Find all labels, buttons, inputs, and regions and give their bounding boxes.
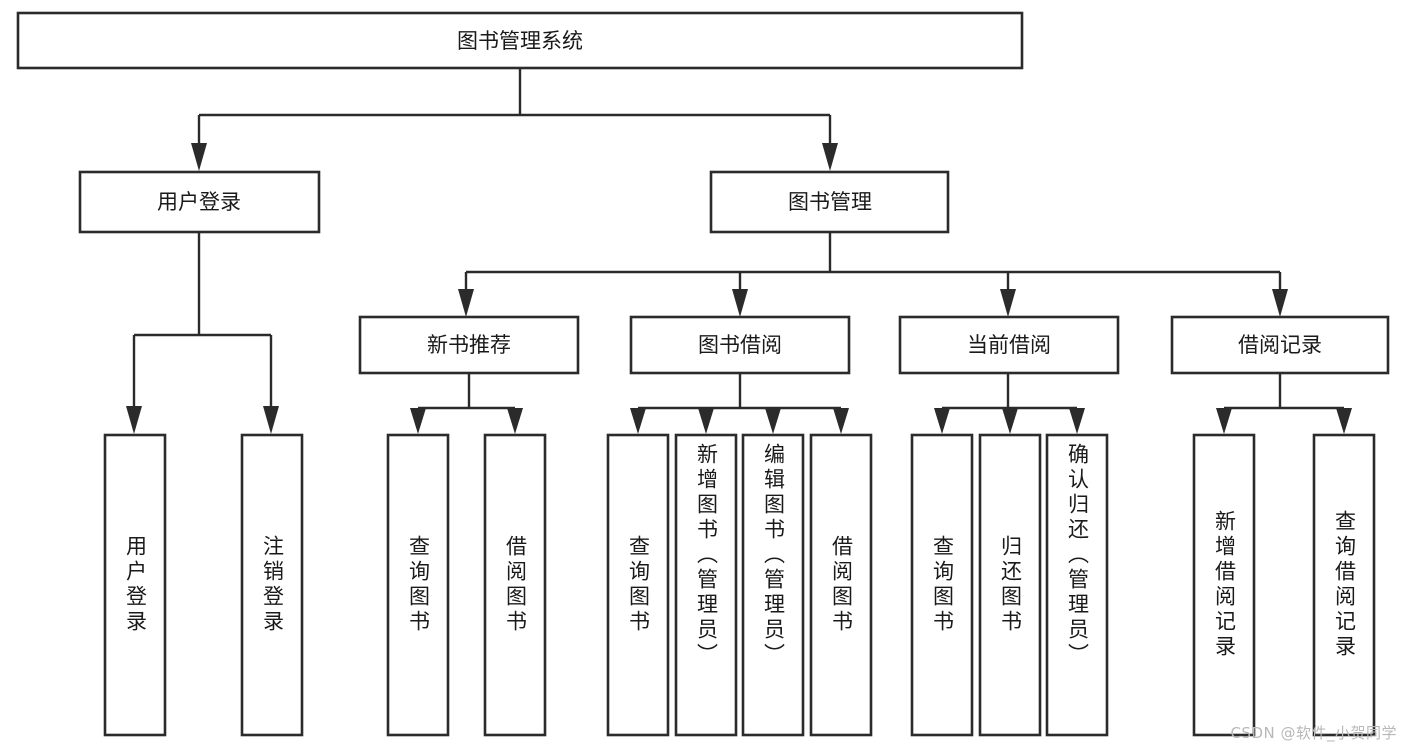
node-box-current-borrow[interactable] bbox=[898, 315, 1120, 375]
arrow-borrowrecord-leaf-1 bbox=[1216, 408, 1232, 434]
node-box-leaf-add-book-admin[interactable] bbox=[674, 433, 738, 737]
arrow-to-newbook bbox=[458, 289, 474, 317]
node-box-root[interactable] bbox=[16, 11, 1024, 70]
node-box-leaf-query-book-3[interactable] bbox=[910, 433, 974, 737]
node-label-book-borrow: 图书借阅 bbox=[698, 333, 782, 357]
arrow-borrowrecord-leaf-2 bbox=[1336, 408, 1352, 434]
arrow-to-bookmgmt bbox=[822, 143, 838, 171]
arrow-bookborrow-leaf-4 bbox=[833, 408, 849, 434]
node-box-leaf-return-book[interactable] bbox=[978, 433, 1042, 737]
arrow-to-userlogin bbox=[191, 143, 207, 171]
arrow-to-currentborrow bbox=[1000, 289, 1016, 317]
node-label-root: 图书管理系统 bbox=[457, 29, 583, 53]
node-box-leaf-borrow-book-1[interactable] bbox=[483, 433, 547, 737]
node-box-leaf-add-borrow-record[interactable] bbox=[1192, 433, 1256, 737]
arrow-currentborrow-leaf-2 bbox=[1002, 408, 1018, 434]
arrow-currentborrow-leaf-1 bbox=[934, 408, 950, 434]
arrow-newbook-leaf-1 bbox=[410, 408, 426, 434]
arrow-bookborrow-leaf-1 bbox=[630, 408, 646, 434]
edges-group bbox=[126, 68, 1352, 434]
nodes-group: 图书管理系统 用户登录 图书管理 新书推荐 图书借阅 当前借阅 借阅记录 bbox=[16, 11, 1390, 737]
node-box-book-borrow[interactable] bbox=[629, 315, 851, 375]
arrow-to-leaf-logout bbox=[263, 406, 279, 434]
arrow-to-leaf-user-login bbox=[126, 406, 142, 434]
arrow-to-bookborrow bbox=[732, 289, 748, 317]
arrow-to-borrowrecord bbox=[1272, 289, 1288, 317]
node-label-current-borrow: 当前借阅 bbox=[967, 333, 1051, 357]
node-label-borrow-record: 借阅记录 bbox=[1238, 333, 1322, 357]
node-box-leaf-query-book-1[interactable] bbox=[386, 433, 450, 737]
node-label-book-management: 图书管理 bbox=[788, 190, 872, 214]
node-box-leaf-query-book-2[interactable] bbox=[606, 433, 670, 737]
node-box-leaf-logout[interactable] bbox=[240, 433, 304, 737]
node-box-new-book-recommend[interactable] bbox=[358, 315, 580, 375]
node-box-borrow-record[interactable] bbox=[1170, 315, 1390, 375]
node-box-book-management[interactable] bbox=[709, 170, 950, 234]
node-box-leaf-edit-book-admin[interactable] bbox=[741, 433, 805, 737]
arrow-newbook-leaf-2 bbox=[507, 408, 523, 434]
node-box-leaf-confirm-return-admin[interactable] bbox=[1045, 433, 1109, 737]
node-box-leaf-borrow-book-2[interactable] bbox=[809, 433, 873, 737]
arrow-bookborrow-leaf-3 bbox=[765, 408, 781, 434]
node-box-user-login[interactable] bbox=[78, 170, 321, 234]
node-label-new-book-recommend: 新书推荐 bbox=[427, 333, 511, 357]
arrow-bookborrow-leaf-2 bbox=[698, 408, 714, 434]
arrow-currentborrow-leaf-3 bbox=[1069, 408, 1085, 434]
node-box-leaf-query-borrow-record[interactable] bbox=[1312, 433, 1376, 737]
node-label-user-login: 用户登录 bbox=[157, 190, 241, 214]
node-box-leaf-user-login[interactable] bbox=[103, 433, 167, 737]
